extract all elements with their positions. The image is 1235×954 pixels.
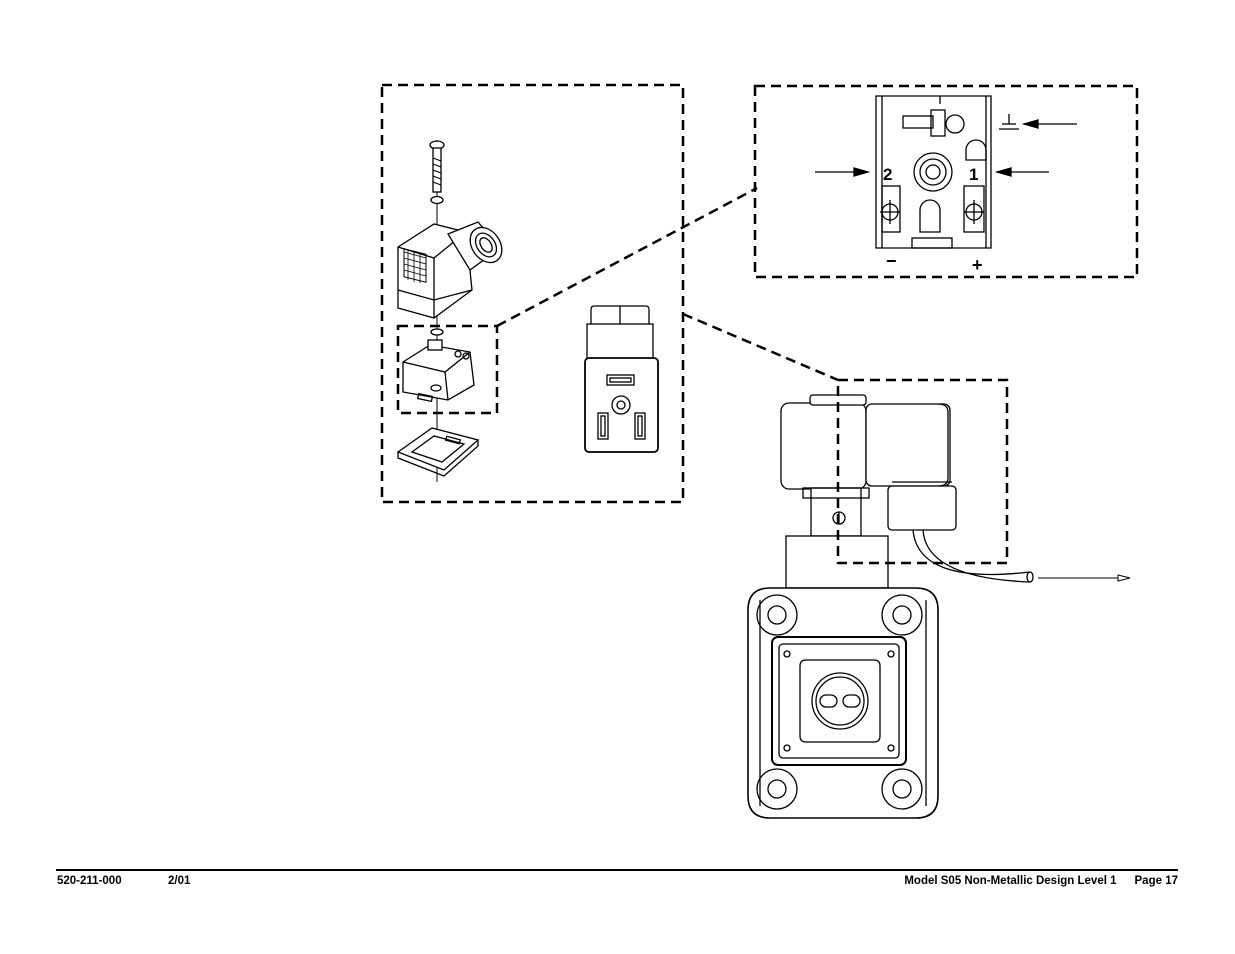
terminal-block-detail [875, 95, 1019, 249]
model-title: Model S05 Non-Metallic Design Level 1 [904, 875, 1117, 887]
plug-face-view [584, 305, 659, 453]
negative-symbol: − [886, 251, 897, 271]
document-number: 520-211-000 [57, 875, 122, 887]
connector-housing [397, 221, 503, 319]
exploded-view-frame [380, 83, 685, 504]
ground-symbol-icon [999, 114, 1019, 130]
terminal-2-label: 2 [883, 165, 892, 184]
terminal-1-label: 1 [969, 165, 978, 184]
terminal-arrows [815, 119, 1077, 177]
footer-right: Model S05 Non-Metallic Design Level 1 Pag… [904, 875, 1178, 887]
terminal-insert [402, 328, 475, 403]
page-number: Page 17 [1134, 875, 1178, 887]
screw [429, 140, 445, 205]
footer-rule [56, 869, 1178, 871]
terminal-block-callout [396, 186, 758, 415]
gasket [396, 427, 480, 477]
solenoid-valve [747, 394, 1131, 819]
document-date: 2/01 [168, 875, 191, 887]
positive-symbol: + [972, 255, 983, 275]
